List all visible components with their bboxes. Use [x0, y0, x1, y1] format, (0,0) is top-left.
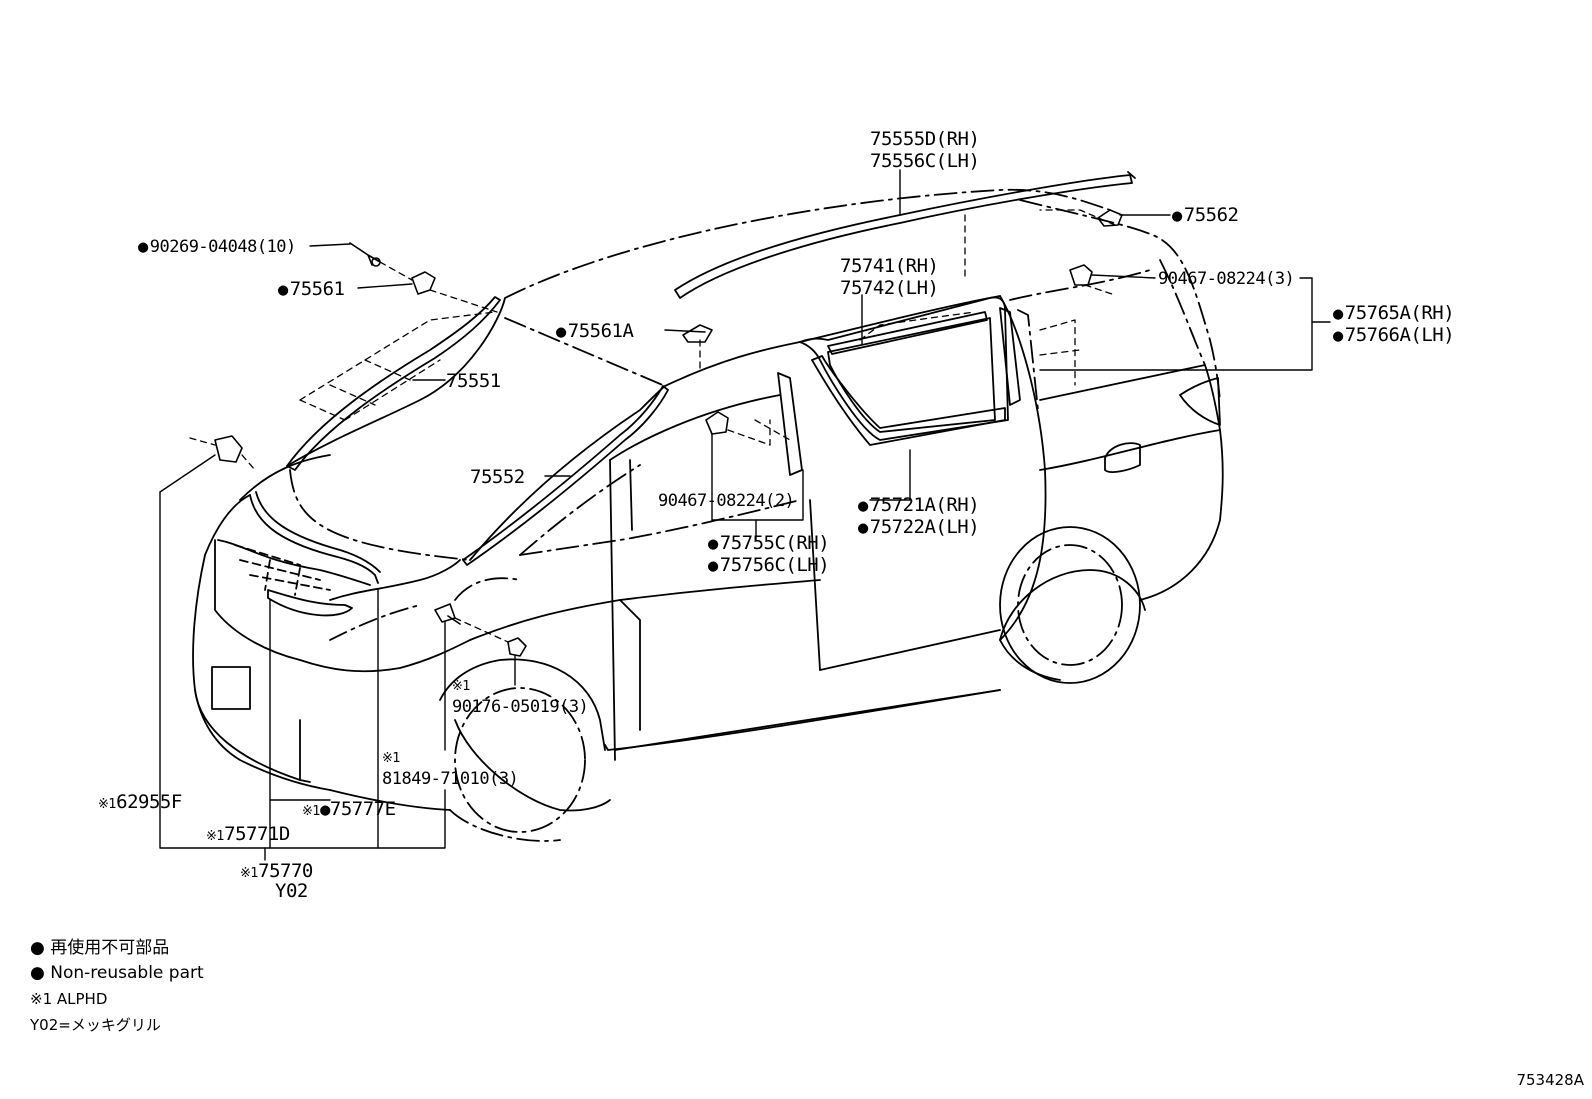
callout-90176[interactable]: 90176-05019(3) [452, 697, 589, 717]
callout-75552[interactable]: 75552 [470, 466, 525, 488]
bullet-icon: ● [30, 938, 51, 958]
legend-line-jp: ● 再使用不可部品 [30, 936, 169, 960]
leader-lines [159, 169, 1331, 861]
callout-75722-text: 75722A(LH) [869, 516, 980, 538]
callout-75771d[interactable]: ※175771D [206, 823, 290, 848]
callout-75562[interactable]: 75562 [1172, 204, 1239, 227]
callout-62955f[interactable]: ※162955F [98, 791, 182, 816]
callout-75755-rh[interactable]: 75755C(RH) [708, 532, 830, 555]
callout-75777e[interactable]: ※1●75777E [302, 798, 396, 823]
callout-75756-text: 75756C(LH) [719, 554, 830, 576]
note-75770: ※1 [240, 866, 259, 881]
callout-75765-rh[interactable]: 75765A(RH) [1333, 302, 1455, 325]
callout-90269-text: 90269-04048(10) [149, 237, 297, 257]
callout-75721-rh[interactable]: 75721A(RH) [858, 494, 980, 517]
callout-62955f-text: 62955F [116, 791, 182, 813]
note-90176: ※1 [452, 679, 471, 694]
legend-text-jp: 再使用不可部品 [50, 938, 170, 958]
callout-75771d-text: 75771D [224, 823, 290, 845]
legend-line-y02: Y02=メッキグリル [30, 1016, 161, 1034]
callout-90467-3[interactable]: 90467-08224(3) [1158, 269, 1295, 289]
callout-75766-text: 75766A(LH) [1344, 324, 1455, 346]
note-75777: ※1 [302, 804, 321, 819]
callout-y02: Y02 [275, 880, 308, 902]
callout-75777e-text: 75777E [329, 798, 396, 820]
callout-75742-lh[interactable]: 75742(LH) [840, 277, 939, 299]
callout-75722-lh[interactable]: 75722A(LH) [858, 516, 980, 539]
callout-90269[interactable]: 90269-04048(10) [138, 236, 297, 258]
callout-90467-2[interactable]: 90467-08224(2) [658, 491, 795, 511]
legend-line-en: ● Non-reusable part [30, 961, 204, 985]
callout-75765-text: 75765A(RH) [1344, 302, 1455, 324]
note-75771: ※1 [206, 829, 225, 844]
callout-81849[interactable]: 81849-71010(3) [382, 769, 519, 789]
callout-75556-lh[interactable]: 75556C(LH) [870, 150, 980, 172]
window-parts [286, 171, 1136, 566]
legend-text-en: Non-reusable part [50, 963, 204, 983]
callout-75741-rh[interactable]: 75741(RH) [840, 255, 939, 277]
callout-75561-text: 75561 [289, 278, 345, 300]
callout-75721-text: 75721A(RH) [869, 494, 980, 516]
callout-75555-rh[interactable]: 75555D(RH) [870, 128, 980, 150]
bullet-icon: ● [320, 800, 330, 820]
callout-75770[interactable]: ※175770 [240, 860, 313, 885]
callout-75561a[interactable]: 75561A [556, 320, 634, 343]
callout-75755-text: 75755C(RH) [719, 532, 830, 554]
callout-75766-lh[interactable]: 75766A(LH) [1333, 324, 1455, 347]
callout-75551[interactable]: 75551 [446, 370, 501, 392]
bullet-icon: ● [30, 963, 51, 983]
diagram-code: 753428A [1516, 1071, 1584, 1089]
vehicle-outline [192, 188, 1224, 842]
callout-75770-text: 75770 [258, 860, 313, 882]
callout-75561[interactable]: 75561 [278, 278, 345, 301]
callout-75756-lh[interactable]: 75756C(LH) [708, 554, 830, 577]
guide-lines [189, 209, 1116, 643]
callout-75561a-text: 75561A [567, 320, 634, 342]
legend-line-alphd: ※1 ALPHD [30, 990, 108, 1008]
fasteners [214, 209, 1123, 657]
note-81849: ※1 [382, 751, 401, 766]
callout-75562-text: 75562 [1183, 204, 1239, 226]
note-62955: ※1 [98, 797, 117, 812]
